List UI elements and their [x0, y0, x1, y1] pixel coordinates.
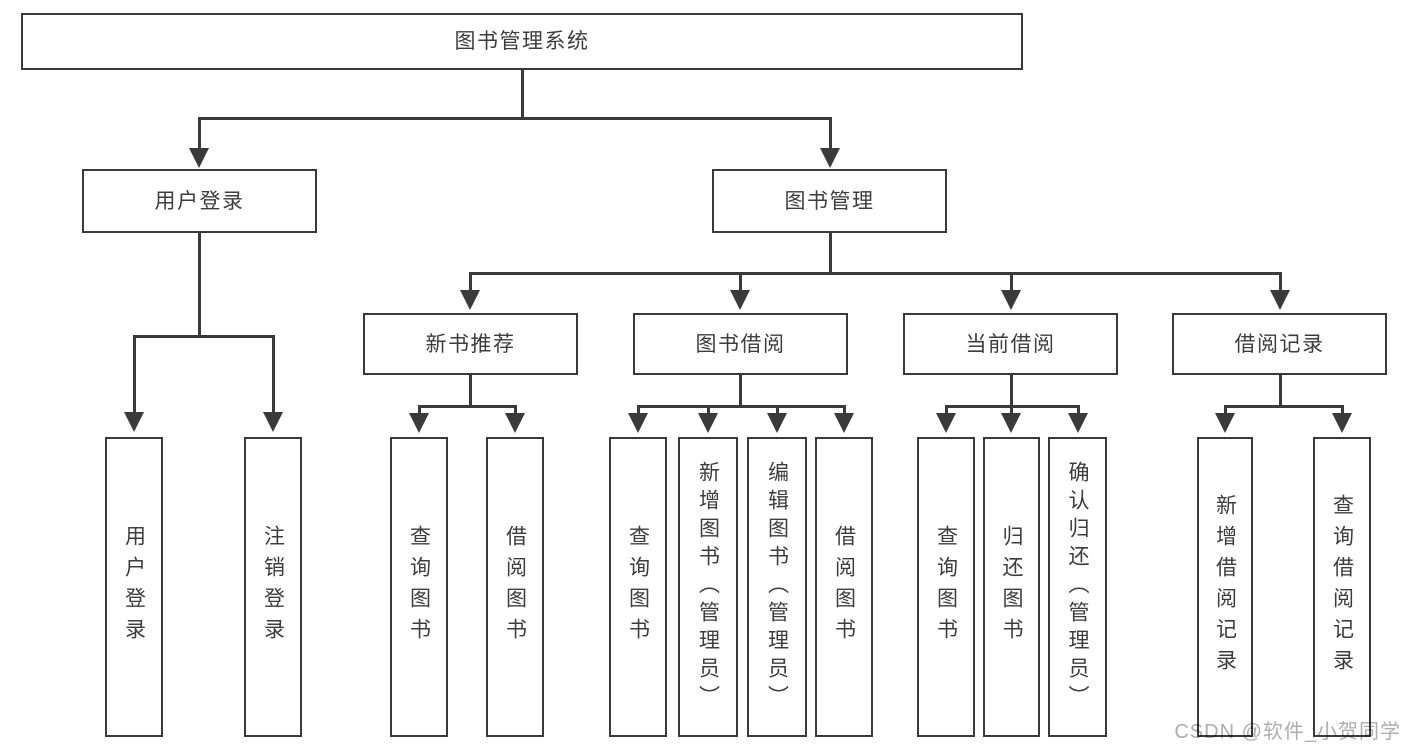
leaf-br-query-record-label: 查询借阅记录	[1330, 494, 1354, 680]
leaf-bb-add-book-label: 新增图书（管理员）	[696, 461, 720, 713]
arrowhead-bb-edit-book	[767, 413, 787, 433]
arrowhead-cb-query-book	[936, 413, 956, 433]
node-book-management-label: 图书管理	[784, 189, 875, 213]
node-borrow-record: 借阅记录	[1172, 313, 1387, 375]
node-book-borrow: 图书借阅	[633, 313, 848, 375]
leaf-logout-label: 注销登录	[261, 525, 285, 649]
connector-book-management-bar	[469, 272, 1281, 275]
arrowhead-user-login	[189, 148, 209, 168]
leaf-rec-borrow-book: 借阅图书	[486, 437, 544, 737]
leaf-bb-edit-book: 编辑图书（管理员）	[747, 437, 807, 737]
node-book-borrow-label: 图书借阅	[695, 332, 786, 356]
connector-arm-logout-leaf	[272, 335, 275, 414]
connector-book-borrow-bar	[637, 405, 845, 408]
arrowhead-current-borrow	[1001, 290, 1021, 310]
node-current-borrow: 当前借阅	[903, 313, 1118, 375]
connector-arm-br-add-record	[1224, 405, 1227, 415]
connector-arm-br-query-record	[1341, 405, 1344, 415]
arrowhead-rec-query-book	[409, 413, 429, 433]
leaf-cb-return-book-label: 归还图书	[1000, 525, 1023, 649]
connector-arm-bb-query-book	[637, 405, 640, 415]
leaf-cb-query-book: 查询图书	[917, 437, 975, 737]
connector-arm-rec-query-book	[418, 405, 421, 415]
connector-arm-bb-borrow-book	[843, 405, 846, 415]
leaf-user-login-label: 用户登录	[122, 525, 146, 649]
connector-arm-bb-edit-book	[776, 405, 779, 415]
connector-book-borrow-stem	[739, 375, 742, 407]
leaf-bb-borrow-book-label: 借阅图书	[832, 525, 856, 649]
arrowhead-borrow-record	[1270, 290, 1290, 310]
leaf-cb-query-book-label: 查询图书	[934, 525, 958, 649]
arrowhead-login-leaf	[124, 412, 144, 432]
arrowhead-bb-borrow-book	[834, 413, 854, 433]
connector-book-management-stem	[829, 232, 832, 275]
leaf-bb-add-book: 新增图书（管理员）	[678, 437, 738, 737]
csdn-watermark: CSDN @软件_小贺同学	[1174, 721, 1401, 743]
node-user-login: 用户登录	[82, 169, 317, 233]
arrowhead-rec-borrow-book	[505, 413, 525, 433]
node-new-book-recommend-label: 新书推荐	[425, 332, 516, 356]
leaf-rec-query-book-label: 查询图书	[407, 525, 431, 649]
connector-arm-cb-query-book	[945, 405, 948, 415]
leaf-cb-return-book: 归还图书	[983, 437, 1040, 737]
leaf-br-add-record-label: 新增借阅记录	[1213, 494, 1237, 680]
connector-arm-cb-confirm-return	[1077, 405, 1080, 415]
connector-arm-book-borrow	[739, 272, 742, 292]
node-user-login-label: 用户登录	[154, 189, 245, 213]
arrowhead-br-add-record	[1215, 413, 1235, 433]
arrowhead-br-query-record	[1332, 413, 1352, 433]
leaf-bb-query-book: 查询图书	[609, 437, 667, 737]
connector-arm-book-management	[829, 117, 832, 151]
connector-root-stem	[521, 69, 524, 119]
connector-new-book-recommend-stem	[469, 375, 472, 407]
leaf-bb-borrow-book: 借阅图书	[815, 437, 873, 737]
leaf-logout: 注销登录	[244, 437, 302, 737]
connector-arm-new-book-recommend	[469, 272, 472, 292]
connector-arm-user-login	[198, 117, 201, 151]
arrowhead-bb-add-book	[698, 413, 718, 433]
leaf-br-add-record: 新增借阅记录	[1197, 437, 1253, 737]
node-book-management: 图书管理	[712, 169, 947, 233]
connector-new-book-recommend-bar	[418, 405, 516, 408]
connector-arm-cb-return-book	[1010, 405, 1013, 415]
connector-arm-bb-add-book	[707, 405, 710, 415]
leaf-user-login: 用户登录	[105, 437, 163, 737]
node-new-book-recommend: 新书推荐	[363, 313, 578, 375]
node-root: 图书管理系统	[21, 13, 1023, 70]
arrowhead-book-borrow	[730, 290, 750, 310]
node-borrow-record-label: 借阅记录	[1234, 332, 1325, 356]
leaf-bb-query-book-label: 查询图书	[626, 525, 650, 649]
connector-user-login-stem	[198, 232, 201, 337]
connector-arm-rec-borrow-book	[514, 405, 517, 415]
connector-arm-login-leaf	[133, 335, 136, 414]
arrowhead-cb-confirm-return	[1068, 413, 1088, 433]
leaf-bb-edit-book-label: 编辑图书（管理员）	[765, 461, 789, 713]
connector-user-login-bar	[133, 335, 274, 338]
connector-root-bar	[198, 117, 831, 120]
arrowhead-bb-query-book	[628, 413, 648, 433]
arrowhead-book-management	[820, 148, 840, 168]
leaf-rec-query-book: 查询图书	[390, 437, 448, 737]
leaf-br-query-record: 查询借阅记录	[1313, 437, 1371, 737]
connector-borrow-record-bar	[1224, 405, 1343, 408]
arrowhead-logout-leaf	[263, 412, 283, 432]
node-root-label: 图书管理系统	[454, 30, 590, 53]
leaf-cb-confirm-return: 确认归还（管理员）	[1048, 437, 1107, 737]
leaf-cb-confirm-return-label: 确认归还（管理员）	[1066, 461, 1089, 713]
connector-arm-borrow-record	[1279, 272, 1282, 292]
arrowhead-new-book-recommend	[460, 290, 480, 310]
connector-current-borrow-stem	[1010, 375, 1013, 407]
connector-borrow-record-stem	[1279, 375, 1282, 407]
leaf-rec-borrow-book-label: 借阅图书	[503, 525, 527, 649]
node-current-borrow-label: 当前借阅	[965, 332, 1056, 356]
connector-arm-current-borrow	[1010, 272, 1013, 292]
arrowhead-cb-return-book	[1001, 413, 1021, 433]
